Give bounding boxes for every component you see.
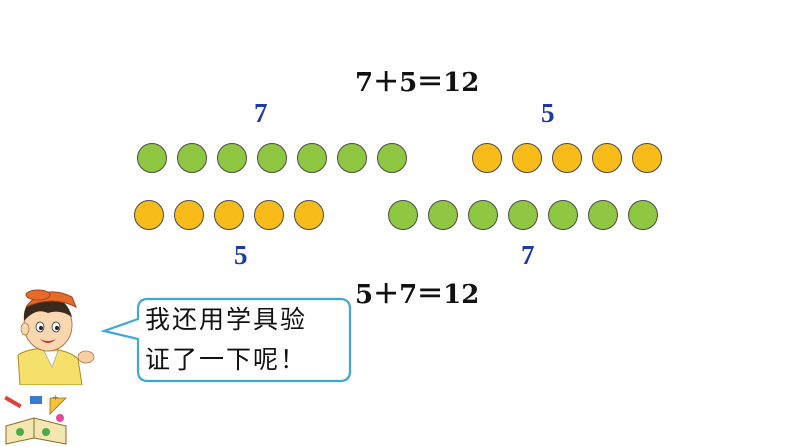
green-dot xyxy=(388,200,418,230)
green-dot xyxy=(377,143,407,173)
dot-group-row1-yellow xyxy=(472,143,662,173)
green-dot xyxy=(468,200,498,230)
svg-text:+: + xyxy=(52,393,59,402)
yellow-dot xyxy=(472,143,502,173)
school-supplies-icon: + xyxy=(4,393,67,445)
green-dot xyxy=(297,143,327,173)
speech-line-2: 证了一下呢！ xyxy=(145,345,308,374)
equation-bottom: 5＋7＝12 xyxy=(355,280,480,310)
yellow-dot xyxy=(632,143,662,173)
yellow-dot xyxy=(512,143,542,173)
yellow-dot xyxy=(552,143,582,173)
count-label-bottom-left: 5 xyxy=(234,240,248,270)
green-dot xyxy=(337,143,367,173)
count-label-top-right: 5 xyxy=(541,98,555,128)
green-dot xyxy=(137,143,167,173)
yellow-dot xyxy=(214,200,244,230)
yellow-dot xyxy=(174,200,204,230)
yellow-dot xyxy=(294,200,324,230)
speech-text: 我还用学具验 证了一下呢！ xyxy=(145,300,345,380)
yellow-dot xyxy=(592,143,622,173)
green-dot xyxy=(217,143,247,173)
green-dot xyxy=(428,200,458,230)
speech-bubble xyxy=(100,297,352,383)
dot-group-row1-green xyxy=(137,143,407,173)
green-dot xyxy=(257,143,287,173)
boy-character-icon xyxy=(17,289,95,385)
speech-line-1: 我还用学具验 xyxy=(145,305,308,334)
dot-group-row2-yellow xyxy=(134,200,324,230)
yellow-dot xyxy=(134,200,164,230)
green-dot xyxy=(548,200,578,230)
yellow-dot xyxy=(254,200,284,230)
equation-top: 7＋5＝12 xyxy=(355,68,480,98)
count-label-top-left: 7 xyxy=(254,98,268,128)
green-dot xyxy=(628,200,658,230)
green-dot xyxy=(508,200,538,230)
count-label-bottom-right: 7 xyxy=(521,240,535,270)
green-dot xyxy=(588,200,618,230)
dot-group-row2-green xyxy=(388,200,658,230)
green-dot xyxy=(177,143,207,173)
